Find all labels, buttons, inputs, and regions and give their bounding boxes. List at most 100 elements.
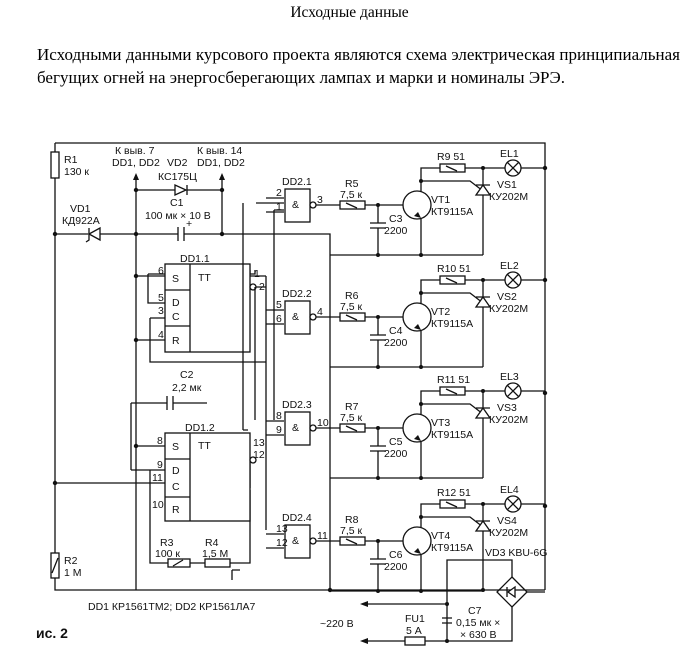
junction [419,402,423,406]
resistor-base [339,312,366,322]
transistor-body [402,190,432,220]
pin-number: 3 [317,194,323,206]
vd2-label: VD2 [167,157,188,169]
zener-vd2 [174,183,188,197]
capacitor-value: 2200 [384,561,408,573]
pin-number: 8 [157,435,163,447]
vd2-value: КС175Ц [158,171,197,183]
collector-resistor-label: R12 51 [437,487,471,499]
transistor-label: VT3 [431,417,450,429]
c1-label: C1 [170,197,184,209]
thyristor [474,406,492,419]
r3-label: R3 [160,537,174,549]
thyristor-label: VS4 [497,515,517,527]
pin-s: S [172,273,179,285]
gate-body [284,300,311,335]
chips-caption: DD1 КР1561ТМ2; DD2 КР1561ЛА7 [88,601,256,613]
fu1-label: FU1 [405,613,425,625]
resistor-mark [345,501,458,545]
junction [376,253,380,257]
body-paragraph: Исходными данными курсового проекта явля… [37,45,680,87]
r1-label: R1 [64,154,78,166]
collector-resistor-label: R11 51 [437,374,470,386]
lamp-cross [506,384,520,398]
base-resistor-value: 7,5 к [340,412,363,424]
thyristor-type: КУ202М [489,414,528,426]
pin-d: D [172,297,180,309]
pin-number: 2 [276,187,282,199]
thyristor-type: КУ202М [489,527,528,539]
pin-number: 4 [158,329,164,341]
junction [419,589,423,593]
pin-number: 9 [276,424,282,436]
junction [481,278,485,282]
mains-label: ~220 В [320,618,354,630]
gate-inverter-bubble [309,313,317,321]
emitter-arrow [414,212,421,218]
capacitor-plates [370,222,386,229]
capacitor-value: 2200 [384,337,408,349]
gate-inverter-bubble [309,424,317,432]
vd3-label: VD3 KBU-6G [485,547,547,559]
gate-symbol: & [292,535,299,547]
transistor-type: КТ9115А [431,429,473,441]
thyristor [474,519,492,532]
lamp-cross [506,273,520,287]
wire [242,202,284,530]
emitter-arrow [414,548,421,554]
emitter-arrow [414,435,421,441]
lamp-cross [506,497,520,511]
gate-body [284,524,311,559]
c7-value: 0,15 мк × [456,617,500,629]
transistor-body [402,302,432,332]
r3-value: 100 к [155,548,180,560]
base-resistor-label: R5 [345,178,359,190]
pin-number: 5 [276,299,282,311]
figure-label: ис. 2 [36,625,68,641]
collector-resistor-label: R10 51 [437,263,471,275]
dd1-2-label: DD1.2 [185,422,215,434]
resistor-r2-mark [51,557,59,574]
resistor-collector [439,499,466,509]
resistor-base [339,423,366,433]
resistor-collector [439,386,466,396]
capacitor-plates [370,334,386,341]
gate-label: DD2.1 [282,176,312,188]
base-resistor-value: 7,5 к [340,301,363,313]
thyristor-label: VS2 [497,291,517,303]
lamp-label: EL3 [500,371,519,383]
pin-number: 3 [158,305,164,317]
pin7-devices: DD1, DD2 [112,157,160,169]
dd1-1-label: DD1.1 [180,253,210,265]
junction [419,253,423,257]
pin-number: 5 [158,292,164,304]
lamp-label: EL4 [500,484,519,496]
zener-vd1 [87,226,101,242]
wire [55,175,331,590]
gate-label: DD2.4 [282,512,312,524]
pin-d: D [172,465,180,477]
c2-value: 2,2 мк [172,382,202,394]
lamp-label: EL1 [500,148,519,160]
transistor-body [402,526,432,556]
pin7-label: К выв. 7 [115,145,155,157]
thyristor-type: КУ202М [489,303,528,315]
pin-number: 13 [276,523,288,535]
pin-number: 4 [317,306,323,318]
transistor-label: VT4 [431,530,450,542]
junction [376,589,380,593]
lamp-label: EL2 [500,260,519,272]
pin-number: 6 [276,313,282,325]
resistor-base [339,536,366,546]
pin-number: 1 [254,268,260,280]
base-resistor-label: R6 [345,290,359,302]
thyristor-label: VS3 [497,402,517,414]
power-input [360,559,545,646]
pin-number: 10 [152,499,164,511]
junction [419,515,423,519]
pin-number: 11 [317,530,328,542]
resistor-collector [439,163,466,173]
capacitor-label: C6 [389,549,403,561]
junction [419,291,423,295]
junction [419,179,423,183]
